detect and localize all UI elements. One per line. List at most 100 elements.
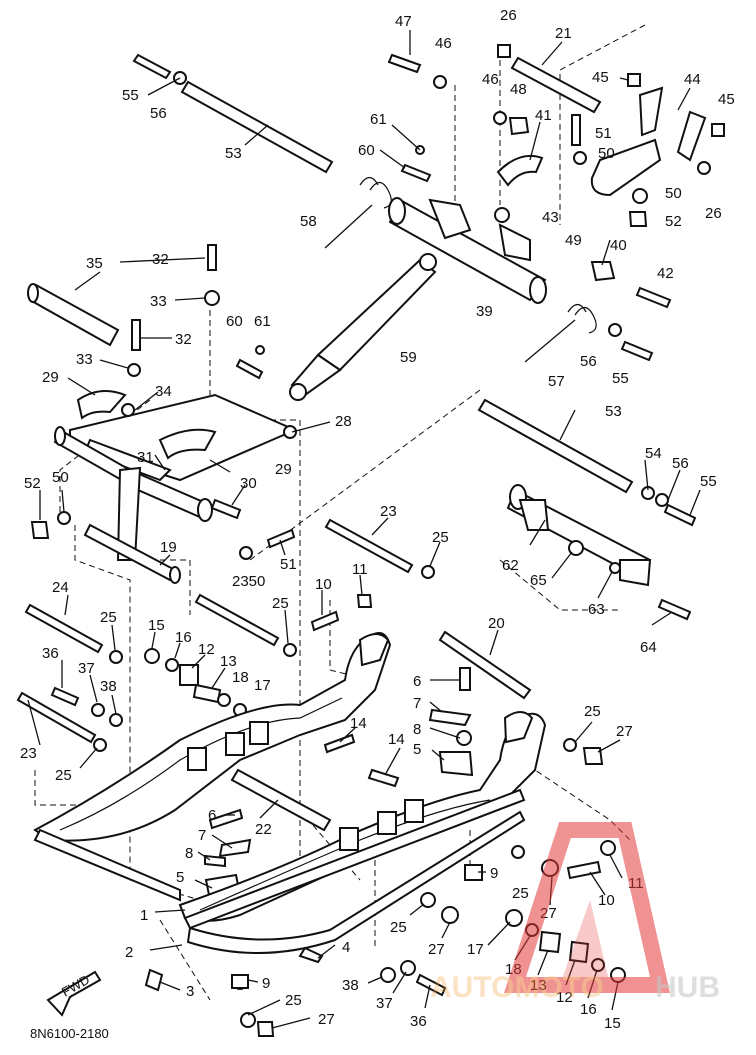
callout-63: 63 (588, 601, 605, 618)
callout-10b: 10 (598, 892, 615, 909)
callout-58: 58 (300, 213, 317, 230)
callout-44: 44 (684, 71, 701, 88)
callout-3: 3 (186, 983, 194, 1000)
callout-14: 14 (350, 715, 367, 732)
callout-25h: 25 (285, 992, 302, 1009)
callout-45: 45 (592, 69, 609, 86)
callout-16: 16 (175, 629, 192, 646)
callout-11: 11 (352, 561, 368, 578)
callout-54: 54 (645, 445, 662, 462)
callout-25e: 25 (55, 767, 72, 784)
callout-19: 19 (160, 539, 177, 556)
callout-28: 28 (335, 413, 352, 430)
watermark-logo: AUTOMOTO HUB (430, 822, 720, 1004)
callout-56b: 56 (580, 353, 597, 370)
callout-52: 52 (665, 213, 682, 230)
callout-64: 64 (640, 639, 657, 656)
callout-9b: 9 (262, 975, 270, 992)
callout-25: 25 (432, 529, 449, 546)
callout-57: 57 (548, 373, 565, 390)
callout-2: 2 (125, 944, 133, 961)
callout-30: 30 (240, 475, 257, 492)
callout-24: 24 (52, 579, 69, 596)
callout-51b: 51 (280, 556, 297, 573)
callout-55c: 55 (700, 473, 717, 490)
callout-25d: 25 (584, 703, 601, 720)
callout-59: 59 (400, 349, 417, 366)
callout-33b: 33 (76, 351, 93, 368)
callout-38: 38 (100, 678, 117, 695)
callout-1: 1 (140, 907, 148, 924)
callout-16b: 16 (580, 1001, 597, 1018)
slide-rails (33, 632, 626, 1037)
callout-12: 12 (198, 641, 215, 658)
callout-35: 35 (86, 255, 103, 272)
callout-53: 53 (225, 145, 242, 162)
callout-2350: 2350 (232, 573, 265, 590)
callout-60b: 60 (226, 313, 243, 330)
callout-25b: 25 (100, 609, 117, 626)
callout-8b: 8 (185, 845, 193, 862)
middle-bolts (16, 518, 604, 902)
callout-18: 18 (232, 669, 249, 686)
callout-5b: 5 (176, 869, 184, 886)
callout-17: 17 (254, 677, 271, 694)
callout-46: 46 (435, 35, 452, 52)
callout-61b: 61 (254, 313, 271, 330)
callout-23b: 23 (20, 745, 37, 762)
callout-46b: 46 (482, 71, 499, 88)
callout-33: 33 (150, 293, 167, 310)
callout-56c: 56 (672, 455, 689, 472)
callout-40: 40 (610, 237, 627, 254)
callout-15b: 15 (604, 1015, 621, 1032)
callout-56: 56 (150, 105, 167, 122)
callout-50c: 50 (52, 469, 69, 486)
callout-21: 21 (555, 25, 572, 42)
callout-37: 37 (78, 660, 95, 677)
callout-65: 65 (530, 572, 547, 589)
rear-arm-assembly (477, 398, 697, 621)
callout-32b: 32 (175, 331, 192, 348)
callout-47: 47 (395, 13, 412, 30)
callout-27c: 27 (428, 941, 445, 958)
callout-26: 26 (500, 7, 517, 24)
callout-10: 10 (315, 576, 332, 593)
callout-53b: 53 (605, 403, 622, 420)
callout-41: 41 (535, 107, 552, 124)
upper-arm-assembly (127, 44, 725, 401)
callout-25f: 25 (512, 885, 529, 902)
callout-50b: 50 (665, 185, 682, 202)
callout-8: 8 (413, 721, 421, 738)
front-direction-marker: FWD (46, 970, 102, 1017)
callout-37b: 37 (376, 995, 393, 1012)
callout-9: 9 (490, 865, 498, 882)
callout-numbers: 47 26 21 46 55 56 53 46 48 45 44 45 41 6… (20, 7, 735, 1032)
callout-20: 20 (488, 615, 505, 632)
callout-7b: 7 (198, 827, 206, 844)
callout-7: 7 (413, 695, 421, 712)
callout-52b: 52 (24, 475, 41, 492)
watermark-text-b: HUB (655, 971, 720, 1004)
callout-27d: 27 (318, 1011, 335, 1028)
callout-55: 55 (122, 87, 139, 104)
callout-60: 60 (358, 142, 375, 159)
callout-12b: 12 (556, 989, 573, 1006)
callout-29: 29 (42, 369, 59, 386)
callout-36b: 36 (410, 1013, 427, 1030)
callout-15: 15 (148, 617, 165, 634)
drawing-code: 8N6100-2180 (30, 1026, 109, 1041)
callout-29b: 29 (275, 461, 292, 478)
callout-32: 32 (152, 251, 169, 268)
callout-25g: 25 (390, 919, 407, 936)
callout-5: 5 (413, 741, 421, 758)
callout-61: 61 (370, 111, 387, 128)
callout-17b: 17 (467, 941, 484, 958)
callout-22: 22 (255, 821, 272, 838)
callout-36: 36 (42, 645, 59, 662)
callout-14b: 14 (388, 731, 405, 748)
callout-34: 34 (155, 383, 172, 400)
callout-50: 50 (598, 145, 615, 162)
callout-23: 23 (380, 503, 397, 520)
callout-31: 31 (137, 449, 154, 466)
